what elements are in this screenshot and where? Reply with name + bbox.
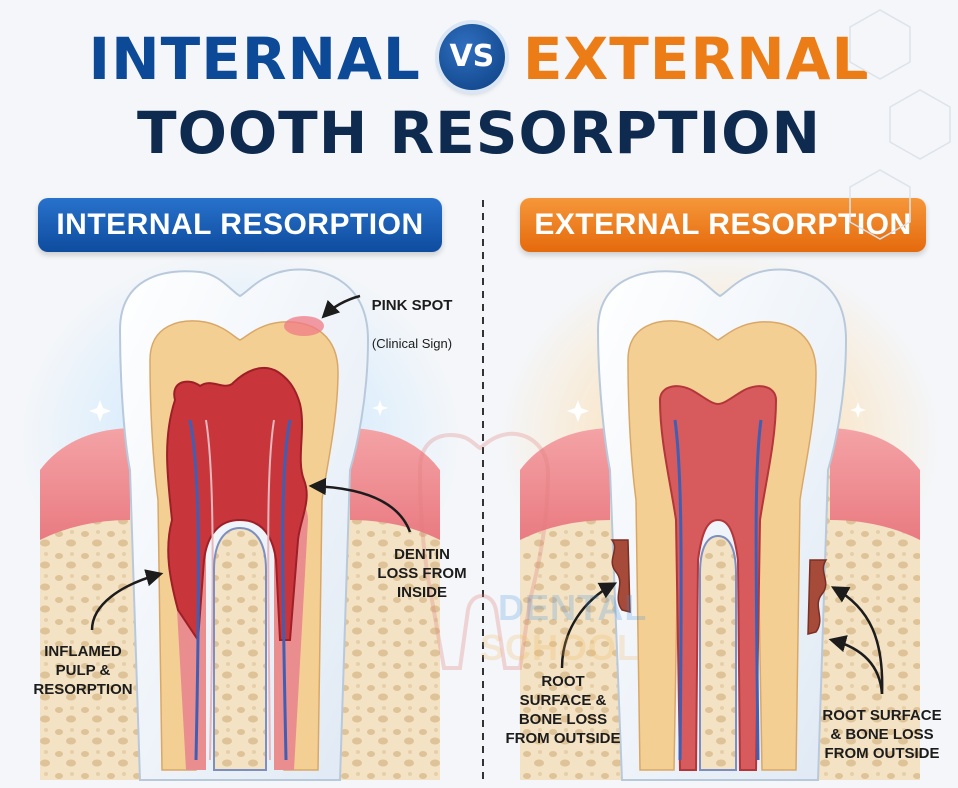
- arrow-icon: [308, 477, 412, 533]
- main-title: INTERNAL VS EXTERNAL: [0, 23, 958, 96]
- gum-right: [830, 428, 920, 540]
- sparkle-icon: [850, 402, 866, 418]
- gum-right: [350, 428, 440, 540]
- gum-left: [40, 428, 130, 540]
- hexagon-decor: [849, 9, 951, 240]
- watermark-tooth-icon: [417, 431, 551, 670]
- sparkle-icon: [372, 400, 388, 416]
- arrow-icon: [560, 582, 618, 669]
- sparkle-icon: [89, 400, 111, 422]
- label-pink-spot: PINK SPOT (Clinical Sign): [371, 297, 453, 351]
- lesion-right: [807, 559, 828, 635]
- internal-tooth: [20, 250, 460, 781]
- sparkle-icon: [567, 400, 589, 422]
- watermark-line2: SCHOOL: [480, 627, 641, 668]
- arrow-icon: [90, 569, 164, 631]
- arrow-icon: [830, 586, 884, 695]
- internal-header: INTERNAL RESORPTION: [38, 198, 442, 252]
- label-root-right: ROOT SURFACE & BONE LOSS FROM OUTSIDE: [822, 707, 942, 762]
- healthy-pulp: [658, 385, 778, 771]
- label-dentin-loss: DENTIN LOSS FROM INSIDE: [377, 546, 467, 601]
- vs-badge: VS: [438, 23, 505, 90]
- external-header: EXTERNAL RESORPTION: [520, 198, 926, 252]
- watermark-line1: DENTAL: [498, 587, 648, 628]
- title-external: EXTERNAL: [522, 25, 870, 93]
- arrow-icon: [828, 635, 884, 695]
- pink-spot: [284, 316, 324, 336]
- gum-left: [520, 428, 610, 540]
- label-root-left: ROOT SURFACE & BONE LOSS FROM OUTSIDE: [505, 673, 621, 747]
- subtitle: TOOTH RESORPTION: [137, 99, 821, 167]
- title-internal: INTERNAL: [88, 25, 421, 93]
- annotation-arrows: [90, 294, 884, 695]
- external-tooth: [500, 250, 940, 781]
- arrow-icon: [321, 294, 361, 319]
- lesion-left: [610, 539, 631, 613]
- label-inflamed-pulp: INFLAMED PULP & RESORPTION: [33, 643, 133, 698]
